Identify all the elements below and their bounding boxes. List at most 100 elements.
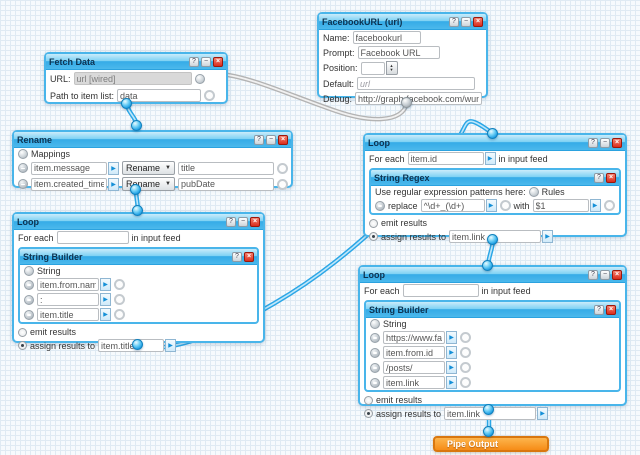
- rename-field-input[interactable]: [31, 177, 107, 191]
- insert-arrow-icon[interactable]: ▶: [100, 308, 111, 321]
- loop-bottom-output-terminal[interactable]: [483, 404, 494, 415]
- help-icon[interactable]: ?: [594, 304, 604, 315]
- close-icon[interactable]: ×: [278, 134, 288, 145]
- close-icon[interactable]: ×: [612, 137, 622, 148]
- insert-arrow-icon[interactable]: ▶: [165, 339, 177, 352]
- string-regex-titlebar[interactable]: String Regex ? ×: [371, 170, 619, 186]
- close-icon[interactable]: ×: [606, 304, 616, 315]
- loop-left-input-terminal[interactable]: [132, 205, 143, 216]
- rename-output-terminal[interactable]: [130, 184, 141, 195]
- close-icon[interactable]: ×: [213, 56, 223, 67]
- terminal-ring[interactable]: [276, 178, 288, 190]
- module-string-builder-left[interactable]: String Builder ? × String ▶ ▶: [18, 247, 259, 324]
- insert-arrow-icon[interactable]: ▶: [446, 376, 457, 389]
- facebookurl-output-terminal[interactable]: [401, 97, 412, 108]
- help-icon[interactable]: ?: [189, 56, 199, 67]
- debug-input[interactable]: [355, 92, 482, 105]
- module-string-regex[interactable]: String Regex ? × Use regular expression …: [369, 168, 621, 215]
- insert-arrow-icon[interactable]: ▶: [446, 331, 457, 344]
- remove-row-icon[interactable]: [18, 163, 28, 173]
- insert-arrow-icon[interactable]: ▶: [537, 407, 549, 420]
- loop-left-output-terminal[interactable]: [132, 339, 143, 350]
- module-fetch-data[interactable]: Fetch Data ? − × URL: Path to item list:: [44, 52, 228, 104]
- builder-part-input[interactable]: [383, 331, 445, 344]
- builder-part-input[interactable]: [37, 278, 99, 291]
- minimize-icon[interactable]: −: [461, 16, 471, 27]
- module-loop-left[interactable]: Loop ? − × For each in input feed String…: [12, 212, 265, 352]
- terminal-ring[interactable]: [460, 332, 471, 343]
- position-input[interactable]: [360, 61, 385, 75]
- help-icon[interactable]: ?: [594, 172, 604, 183]
- terminal-ring[interactable]: [499, 200, 511, 211]
- rename-input-terminal[interactable]: [131, 120, 142, 131]
- close-icon[interactable]: ×: [606, 172, 616, 183]
- minimize-icon[interactable]: −: [201, 56, 211, 67]
- facebookurl-titlebar[interactable]: FacebookURL (url) ? − ×: [319, 14, 486, 30]
- builder-part-input[interactable]: [37, 293, 99, 306]
- loop-right-output-terminal[interactable]: [487, 234, 498, 245]
- help-icon[interactable]: ?: [588, 269, 598, 280]
- string-builder-titlebar[interactable]: String Builder ? ×: [366, 302, 619, 318]
- prompt-input[interactable]: [357, 46, 440, 59]
- spinner-down-icon[interactable]: ▼: [389, 67, 394, 72]
- remove-row-icon[interactable]: [375, 200, 385, 211]
- terminal-ring[interactable]: [114, 294, 125, 305]
- remove-row-icon[interactable]: [24, 294, 34, 305]
- rename-titlebar[interactable]: Rename ? − ×: [14, 132, 291, 148]
- insert-arrow-icon[interactable]: ▶: [446, 361, 457, 374]
- close-icon[interactable]: ×: [250, 216, 260, 227]
- for-each-input[interactable]: [407, 152, 484, 165]
- insert-arrow-icon[interactable]: ▶: [100, 293, 111, 306]
- string-expand-icon[interactable]: [24, 266, 34, 276]
- spinner-up-icon[interactable]: ▲: [389, 63, 394, 68]
- terminal-ring[interactable]: [114, 309, 125, 320]
- close-icon[interactable]: ×: [473, 16, 483, 27]
- url-wired-terminal[interactable]: [194, 73, 205, 84]
- loop-titlebar[interactable]: Loop ? − ×: [365, 135, 625, 151]
- module-pipe-output[interactable]: Pipe Output: [433, 436, 549, 452]
- path-input[interactable]: [117, 89, 202, 102]
- regex-with-input[interactable]: [532, 199, 589, 212]
- rename-to-input[interactable]: [177, 177, 274, 191]
- loop-bottom-input-terminal[interactable]: [482, 260, 493, 271]
- remove-row-icon[interactable]: [370, 362, 380, 373]
- remove-row-icon[interactable]: [18, 179, 28, 189]
- module-loop-right[interactable]: Loop ? − × For each ▶ in input feed Stri…: [363, 133, 627, 243]
- default-input[interactable]: [357, 77, 476, 90]
- mappings-expand-icon[interactable]: [18, 149, 28, 159]
- module-string-builder-bottom[interactable]: String Builder ? × String ▶ ▶: [364, 300, 621, 392]
- builder-part-input[interactable]: [383, 376, 445, 389]
- remove-row-icon[interactable]: [24, 279, 34, 290]
- regex-pattern-input[interactable]: [420, 199, 485, 212]
- module-loop-bottom[interactable]: Loop ? − × For each in input feed String…: [358, 265, 627, 420]
- position-spinner[interactable]: ▲▼: [385, 61, 398, 75]
- assign-results-radio[interactable]: [364, 409, 373, 418]
- close-icon[interactable]: ×: [244, 251, 254, 262]
- remove-row-icon[interactable]: [370, 332, 380, 343]
- loop-titlebar[interactable]: Loop ? − ×: [360, 267, 625, 283]
- minimize-icon[interactable]: −: [266, 134, 276, 145]
- for-each-input[interactable]: [402, 284, 479, 297]
- terminal-ring[interactable]: [460, 377, 471, 388]
- rules-expand-icon[interactable]: [528, 187, 539, 197]
- emit-results-radio[interactable]: [364, 395, 373, 405]
- fetch-data-titlebar[interactable]: Fetch Data ? − ×: [46, 54, 226, 70]
- name-input[interactable]: [352, 31, 421, 44]
- terminal-ring[interactable]: [460, 362, 471, 373]
- terminal-ring[interactable]: [460, 347, 471, 358]
- for-each-input[interactable]: [56, 231, 129, 244]
- insert-arrow-icon[interactable]: ▶: [108, 161, 119, 175]
- help-icon[interactable]: ?: [588, 137, 598, 148]
- insert-arrow-icon[interactable]: ▶: [589, 199, 601, 212]
- loop-right-input-terminal[interactable]: [487, 128, 498, 139]
- insert-arrow-icon[interactable]: ▶: [108, 177, 119, 191]
- assign-results-radio[interactable]: [369, 232, 378, 241]
- close-icon[interactable]: ×: [612, 269, 622, 280]
- path-terminal-ring[interactable]: [204, 90, 216, 101]
- builder-part-input[interactable]: [37, 308, 99, 321]
- string-expand-icon[interactable]: [370, 319, 380, 329]
- insert-arrow-icon[interactable]: ▶: [485, 199, 497, 212]
- url-input[interactable]: [73, 72, 192, 85]
- insert-arrow-icon[interactable]: ▶: [542, 230, 554, 243]
